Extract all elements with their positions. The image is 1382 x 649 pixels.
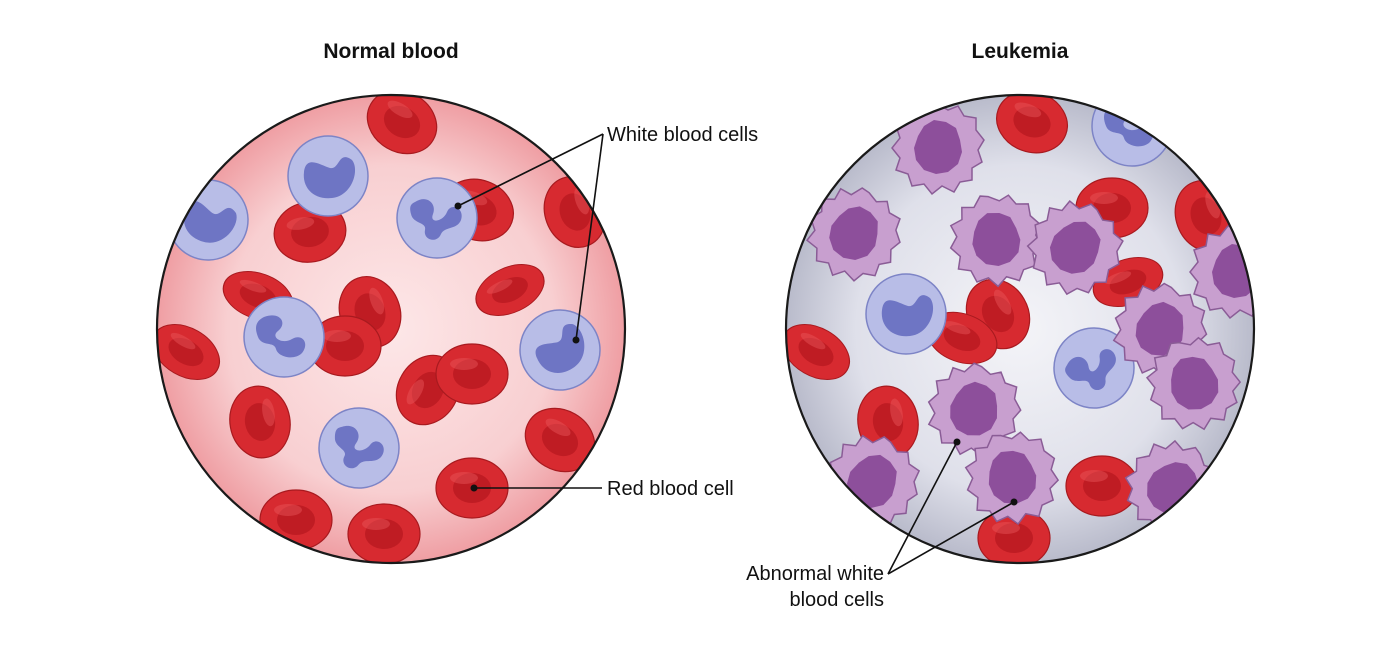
white-blood-cells-callout: White blood cells xyxy=(454,124,758,344)
red-blood-cell-label: Red blood cell xyxy=(607,478,734,500)
red-blood-cell xyxy=(259,489,333,551)
white-blood-cell xyxy=(1091,95,1173,167)
leukemia-blood-sample xyxy=(784,93,1256,565)
red-blood-cell xyxy=(347,503,421,563)
white-blood-cell xyxy=(865,273,947,355)
red-blood-cell xyxy=(435,343,509,405)
red-blood-cell-callout: Red blood cell xyxy=(470,478,734,500)
abnormal-white-blood-cells-callout: Abnormal white blood cells xyxy=(746,438,1018,611)
abnormal-white-label-line2: blood cells xyxy=(789,589,884,611)
white-blood-cell xyxy=(243,296,325,378)
normal-blood-title: Normal blood xyxy=(323,40,458,63)
abnormal-white-label-line1: Abnormal white xyxy=(746,563,884,585)
white-blood-cell xyxy=(396,177,478,259)
leukemia-title: Leukemia xyxy=(972,40,1069,63)
normal-blood-sample xyxy=(155,93,627,565)
white-blood-cells-label: White blood cells xyxy=(607,124,758,146)
white-blood-cell xyxy=(287,135,369,217)
red-blood-cell xyxy=(1065,455,1139,517)
